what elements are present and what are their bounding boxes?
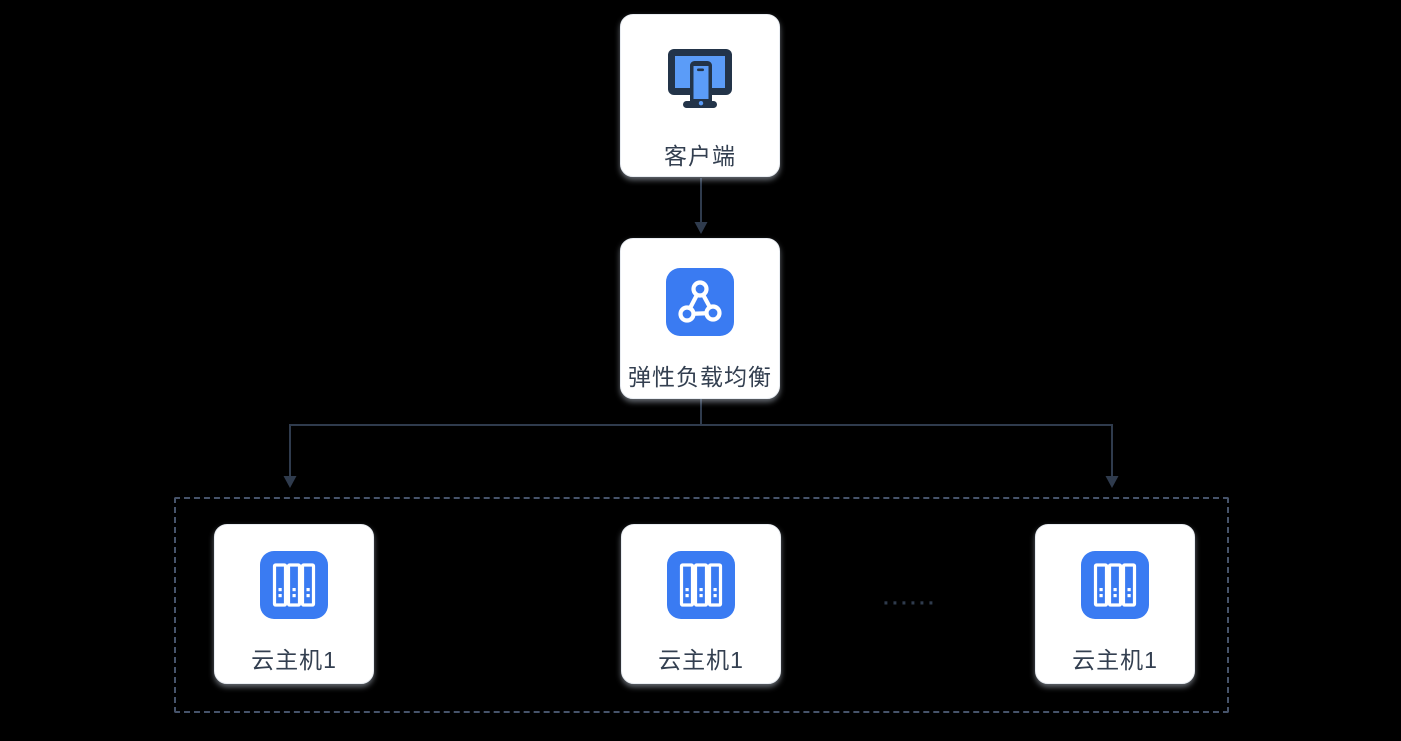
node-cloud-host-3: 云主机1 <box>1035 524 1195 684</box>
node-load-balancer: 弹性负载均衡 <box>620 238 780 399</box>
arrowhead-down-icon <box>1105 476 1119 488</box>
node-cloud-host-1: 云主机1 <box>214 524 374 684</box>
cloud-server-racks-icon <box>260 551 328 619</box>
node-client-label: 客户端 <box>664 143 736 169</box>
more-hosts-ellipsis: ······ <box>883 592 937 615</box>
node-cloud-host-2: 云主机1 <box>621 524 781 684</box>
host-group-dashed-boundary <box>174 497 1229 713</box>
desktop-and-mobile-icon <box>665 47 735 111</box>
node-client: 客户端 <box>620 14 780 177</box>
arrowhead-down-icon <box>283 476 297 488</box>
cloud-server-racks-icon <box>1081 551 1149 619</box>
arrowhead-down-icon <box>694 222 708 234</box>
node-load-balancer-label: 弹性负载均衡 <box>628 364 772 390</box>
node-cloud-host-label: 云主机1 <box>251 647 337 673</box>
cloud-server-racks-icon <box>667 551 735 619</box>
node-cloud-host-label: 云主机1 <box>658 647 744 673</box>
node-cloud-host-label: 云主机1 <box>1072 647 1158 673</box>
load-balancer-triangle-network-icon <box>666 268 734 336</box>
